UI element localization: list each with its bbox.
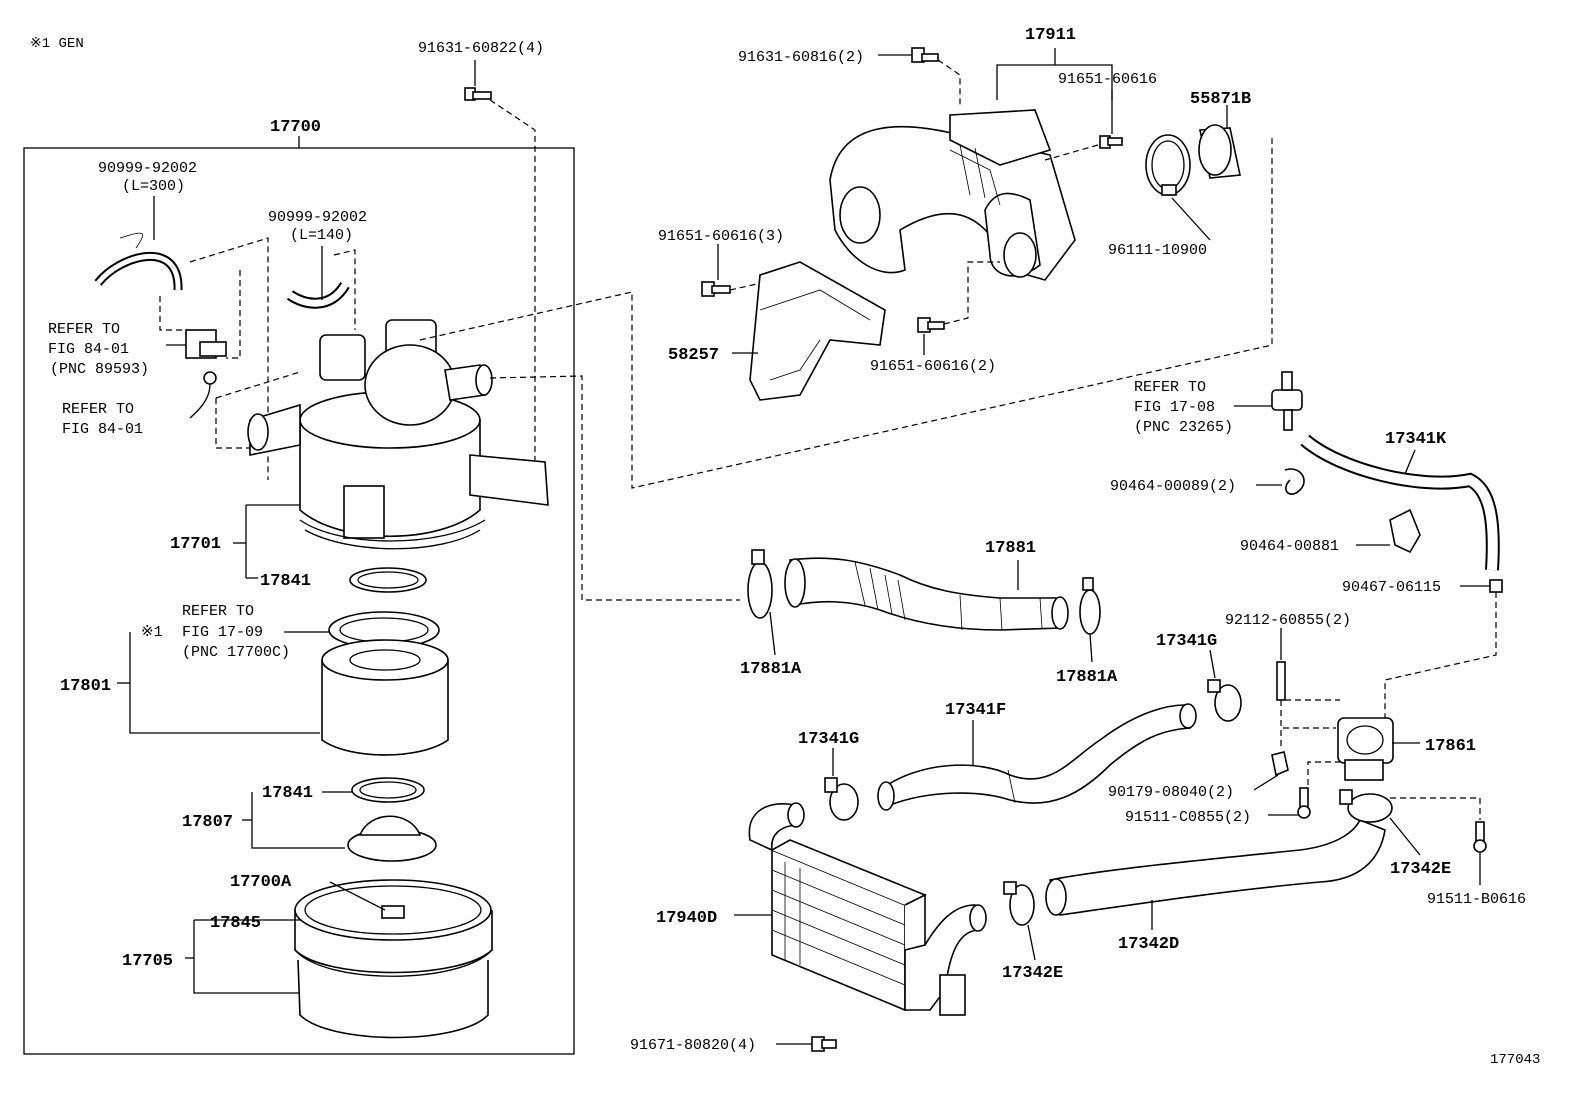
label-90464-00089[interactable]: 90464-00089(2) (1110, 478, 1236, 495)
cap-17705 (294, 879, 493, 1039)
label-55871b[interactable]: 55871B (1190, 90, 1251, 109)
hose-17341f (877, 703, 1197, 811)
label-17841-lower[interactable]: 17841 (262, 784, 313, 803)
label-17807[interactable]: 17807 (182, 813, 233, 832)
hose-17342d (1045, 818, 1386, 916)
label-17861[interactable]: 17861 (1425, 737, 1476, 756)
label-17341g-upper[interactable]: 17341G (1156, 632, 1217, 651)
label-91631-60822[interactable]: 91631-60822(4) (418, 40, 544, 57)
clamp-17341g-upper (1207, 679, 1242, 722)
bolt-91631-60816 (911, 47, 939, 63)
label-17881a-left[interactable]: 17881A (740, 660, 802, 679)
label-17341g-lower[interactable]: 17341G (798, 730, 859, 749)
label-17845[interactable]: 17845 (210, 914, 261, 933)
air-filter-element-17801 (321, 611, 449, 756)
union-90467-06115 (1489, 579, 1503, 593)
vsv-23265 (1271, 371, 1303, 431)
label-17841-upper[interactable]: 17841 (260, 572, 311, 591)
label-pnc-17700c: (PNC 17700C) (182, 644, 290, 661)
label-refer-to-3: REFER TO (182, 603, 254, 620)
label-17705[interactable]: 17705 (122, 952, 173, 971)
label-17341f[interactable]: 17341F (945, 701, 1006, 720)
label-90467-06115[interactable]: 90467-06115 (1342, 579, 1441, 596)
bolt-91631-60822 (464, 87, 492, 101)
label-90464-00881[interactable]: 90464-00881 (1240, 538, 1339, 555)
label-fig-84-01-b[interactable]: FIG 84-01 (62, 421, 143, 438)
stud-92112-60855 (1276, 661, 1286, 701)
clamp-17881a-right (1079, 577, 1101, 635)
label-pnc-23265: (PNC 23265) (1134, 419, 1233, 436)
clamp-17342e-lower (1003, 881, 1035, 926)
label-17881[interactable]: 17881 (985, 539, 1036, 558)
label-90999-92002-l300[interactable]: 90999-92002 (98, 160, 197, 177)
label-17342d[interactable]: 17342D (1118, 935, 1179, 954)
bolt-91651-60616-x3 (701, 281, 731, 297)
label-17700a[interactable]: 17700A (230, 873, 292, 892)
clamp-96111-10900 (1145, 134, 1191, 196)
label-90179-08040[interactable]: 90179-08040(2) (1108, 784, 1234, 801)
intake-duct-17911 (829, 109, 1076, 281)
label-17940d[interactable]: 17940D (656, 909, 717, 928)
intercooler-17940d (748, 802, 987, 1016)
air-cleaner-case-17701 (247, 319, 549, 550)
bolt-91651-60616-x2 (917, 317, 945, 333)
clamp-17881a-left (747, 549, 773, 619)
gen-note: ※1 GEN (30, 36, 84, 52)
label-pnc-89593: (PNC 89593) (50, 361, 149, 378)
label-fig-17-08[interactable]: FIG 17-08 (1134, 399, 1215, 416)
label-l140: (L=140) (290, 227, 353, 244)
clamp-17341g-lower (824, 777, 859, 821)
label-17881a-right[interactable]: 17881A (1056, 668, 1118, 687)
label-91651-60616-x3[interactable]: 91651-60616(3) (658, 228, 784, 245)
label-17342e-upper[interactable]: 17342E (1390, 860, 1451, 879)
nut-90179-08040 (1271, 751, 1289, 777)
clip-90464-00881 (1389, 508, 1421, 554)
label-fig-17-09[interactable]: FIG 17-09 (182, 624, 263, 641)
label-fig-84-01-a[interactable]: FIG 84-01 (48, 341, 129, 358)
ring-55871b (1198, 124, 1241, 179)
label-refer-to-1: REFER TO (48, 321, 120, 338)
label-17701[interactable]: 17701 (170, 535, 221, 554)
clamp-17342e-upper (1339, 789, 1393, 823)
label-92112-60855[interactable]: 92112-60855(2) (1225, 612, 1351, 629)
label-l300: (L=300) (122, 178, 185, 195)
label-96111-10900[interactable]: 96111-10900 (1108, 242, 1207, 259)
bolt-91511-b0616 (1473, 821, 1487, 853)
throttle-body-17861 (1337, 717, 1394, 781)
bracket-58257 (749, 261, 886, 401)
clip-84-01 (203, 371, 217, 385)
label-refer-to-4: REFER TO (1134, 379, 1206, 396)
bolt-91651-60616 (1099, 135, 1123, 149)
label-17342e-lower[interactable]: 17342E (1002, 964, 1063, 983)
label-90999-92002-l140[interactable]: 90999-92002 (268, 209, 367, 226)
label-17911[interactable]: 17911 (1025, 26, 1076, 45)
label-91631-60816[interactable]: 91631-60816(2) (738, 49, 864, 66)
label-91651-60616-x2[interactable]: 91651-60616(2) (870, 358, 996, 375)
label-91651-60616[interactable]: 91651-60616 (1058, 71, 1157, 88)
label-17341k[interactable]: 17341K (1385, 430, 1447, 449)
label-58257[interactable]: 58257 (668, 346, 719, 365)
label-note-1: ※1 (141, 624, 163, 641)
label-91671-80820[interactable]: 91671-80820(4) (630, 1037, 756, 1054)
bolt-91671-80820 (811, 1036, 837, 1052)
figure-id: 177043 (1490, 1052, 1540, 1068)
label-91511-b0616[interactable]: 91511-B0616 (1427, 891, 1526, 908)
bolt-91511-c0855 (1297, 787, 1311, 819)
label-refer-to-2: REFER TO (62, 401, 134, 418)
label-17801[interactable]: 17801 (60, 677, 111, 696)
intake-hose-17881 (784, 557, 1069, 631)
label-17700[interactable]: 17700 (270, 118, 321, 137)
clip-90464-00089 (1284, 468, 1305, 495)
label-91511-c0855[interactable]: 91511-C0855(2) (1125, 809, 1251, 826)
